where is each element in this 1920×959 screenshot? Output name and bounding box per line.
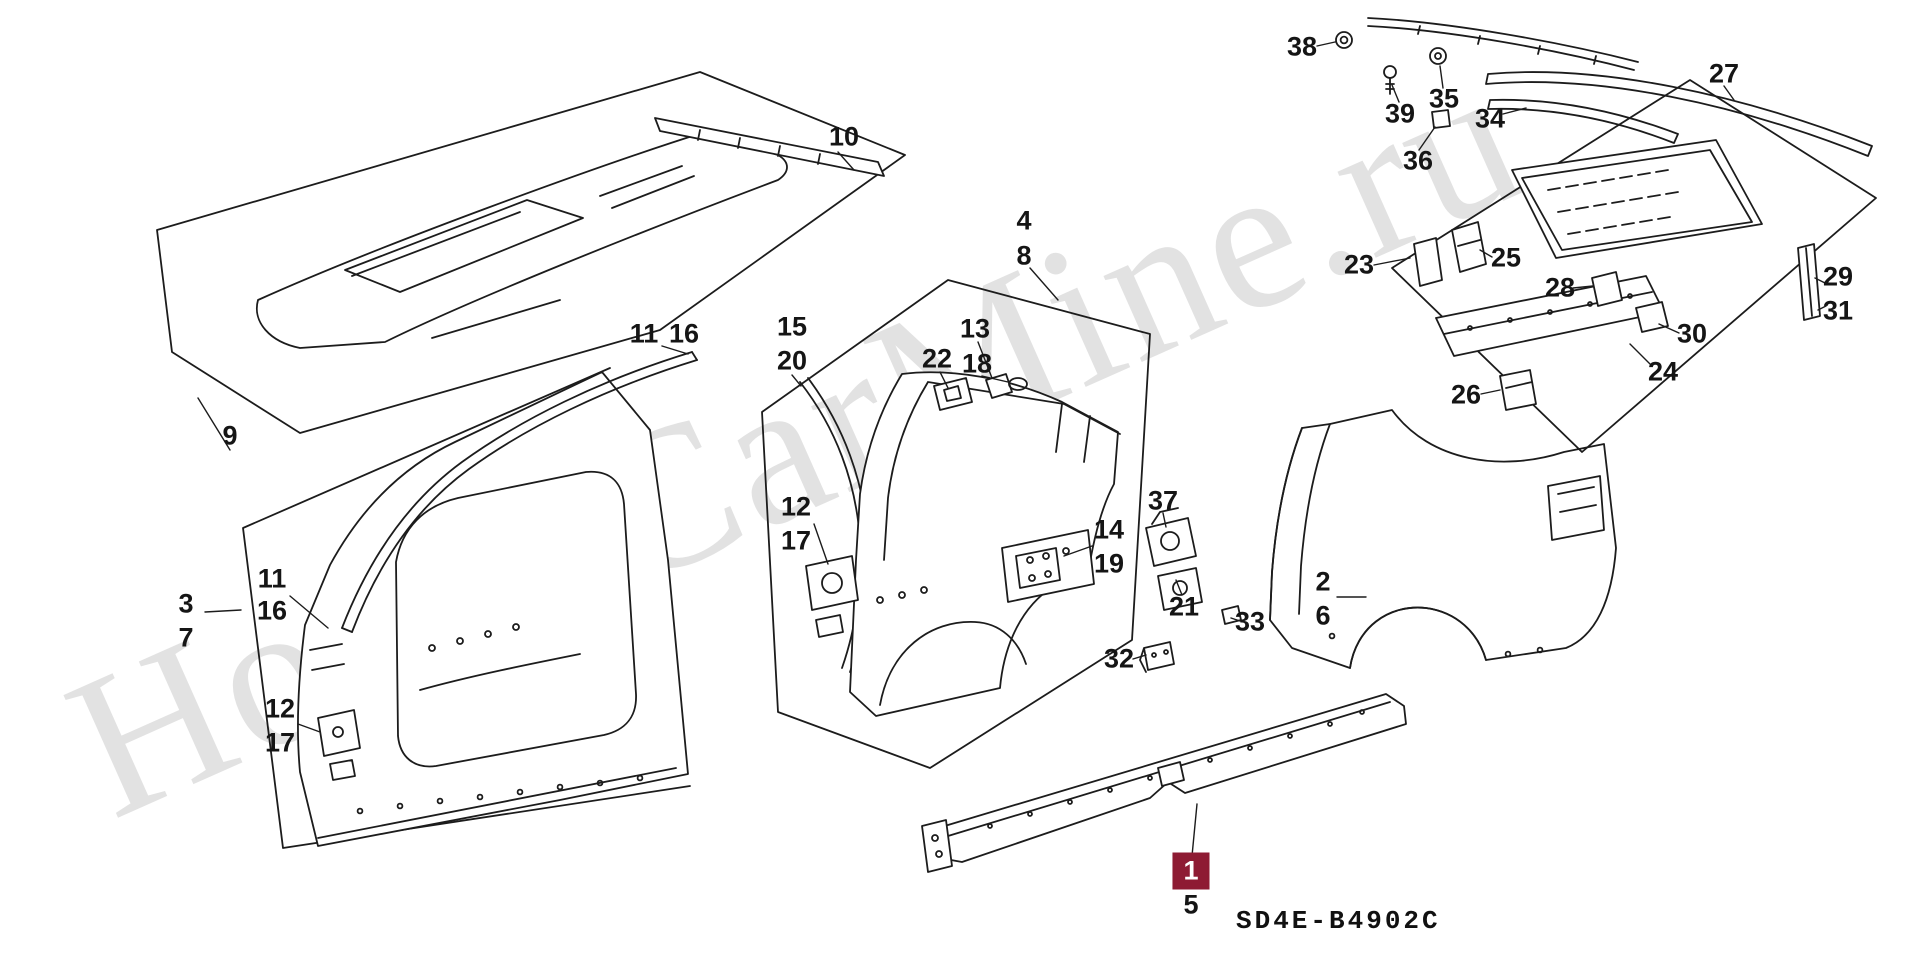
wheel-arch-middle	[879, 621, 1027, 706]
roof-assembly	[156, 71, 906, 434]
part-number-32-31[interactable]: 32	[1103, 643, 1135, 674]
rocker-bracket	[1157, 761, 1185, 787]
clip-36	[1431, 109, 1451, 129]
part-number-18-19[interactable]: 18	[961, 348, 993, 379]
rear-moldings	[1335, 17, 1873, 157]
grommet-38	[1335, 31, 1353, 49]
part-number-35-2[interactable]: 35	[1428, 83, 1460, 114]
molding-34	[1487, 98, 1679, 144]
part-number-23-7[interactable]: 23	[1343, 249, 1375, 280]
sunroof-opening	[344, 199, 584, 293]
molding-27	[1485, 71, 1873, 157]
part-number-5-42[interactable]: 5	[1183, 889, 1199, 920]
part-number-31-11[interactable]: 31	[1822, 295, 1854, 326]
wheel-arch-right	[1349, 606, 1487, 669]
part-number-2-32[interactable]: 2	[1315, 566, 1331, 597]
part-number-21-29[interactable]: 21	[1168, 591, 1200, 622]
part-number-22-18[interactable]: 22	[921, 343, 953, 374]
part-number-12-24[interactable]: 12	[780, 491, 812, 522]
part-number-16-37[interactable]: 16	[256, 595, 288, 626]
part-number-27-5[interactable]: 27	[1708, 58, 1740, 89]
rear-panel-assembly	[1391, 79, 1877, 453]
part-number-6-33[interactable]: 6	[1315, 600, 1331, 631]
part-number-36-3[interactable]: 36	[1402, 145, 1434, 176]
grommet-35	[1429, 47, 1447, 65]
part-number-30-12[interactable]: 30	[1676, 318, 1708, 349]
part-number-19-27[interactable]: 19	[1093, 548, 1125, 579]
leader-lines	[197, 41, 1827, 857]
part-number-15-22[interactable]: 15	[776, 311, 808, 342]
part-number-12-38[interactable]: 12	[264, 693, 296, 724]
part-number-38-0[interactable]: 38	[1286, 31, 1318, 62]
rocker-end-cap	[921, 819, 953, 873]
part-number-24-13[interactable]: 24	[1647, 356, 1679, 387]
fuel-pocket-12-17	[805, 555, 859, 638]
part-number-3-34[interactable]: 3	[178, 588, 194, 619]
part-number-16-21[interactable]: 16	[668, 318, 700, 349]
body-side-panel-left	[242, 367, 691, 849]
part-number-17-25[interactable]: 17	[780, 525, 812, 556]
part-number-37-28[interactable]: 37	[1147, 485, 1179, 516]
bolt-39	[1383, 65, 1397, 95]
bracket-23	[1413, 237, 1443, 287]
part-number-1-41[interactable]: 1	[1172, 852, 1210, 890]
part-number-10-6[interactable]: 10	[828, 121, 860, 152]
weatherstrip-11-16	[341, 351, 698, 633]
part-number-9-40[interactable]: 9	[222, 420, 238, 451]
part-number-11-20[interactable]: 11	[629, 318, 659, 349]
part-number-17-39[interactable]: 17	[264, 727, 296, 758]
part-number-11-36[interactable]: 11	[257, 563, 287, 594]
bracket-26	[1499, 369, 1537, 411]
part-number-20-23[interactable]: 20	[776, 345, 808, 376]
taillight-pocket	[1547, 475, 1605, 541]
part-number-8-16[interactable]: 8	[1016, 240, 1032, 271]
part-number-4-15[interactable]: 4	[1016, 205, 1032, 236]
bracket-25	[1451, 221, 1487, 273]
bracket-12-17-left	[317, 709, 361, 781]
part-number-25-8[interactable]: 25	[1490, 242, 1522, 273]
part-number-7-35[interactable]: 7	[178, 622, 194, 653]
part-number-13-17[interactable]: 13	[959, 313, 991, 344]
rocker-panel	[921, 693, 1407, 873]
plate-14-19	[1001, 529, 1095, 603]
body-side-panel-middle	[761, 279, 1151, 769]
part-number-26-14[interactable]: 26	[1450, 379, 1482, 410]
quarter-panel-right	[1269, 409, 1617, 669]
diagram-code: SD4E-B4902C	[1236, 906, 1441, 936]
strip-29-31	[1797, 243, 1821, 321]
brackets-13-22-18	[933, 373, 1028, 411]
part-number-39-1[interactable]: 39	[1384, 98, 1416, 129]
roof-rail-10	[654, 117, 885, 177]
part-number-14-26[interactable]: 14	[1093, 514, 1125, 545]
part-number-29-10[interactable]: 29	[1822, 261, 1854, 292]
part-number-28-9[interactable]: 28	[1544, 272, 1576, 303]
door-opening	[395, 470, 637, 768]
bracket-28	[1591, 271, 1623, 307]
part-number-33-30[interactable]: 33	[1234, 606, 1266, 637]
part-number-34-4[interactable]: 34	[1474, 103, 1506, 134]
